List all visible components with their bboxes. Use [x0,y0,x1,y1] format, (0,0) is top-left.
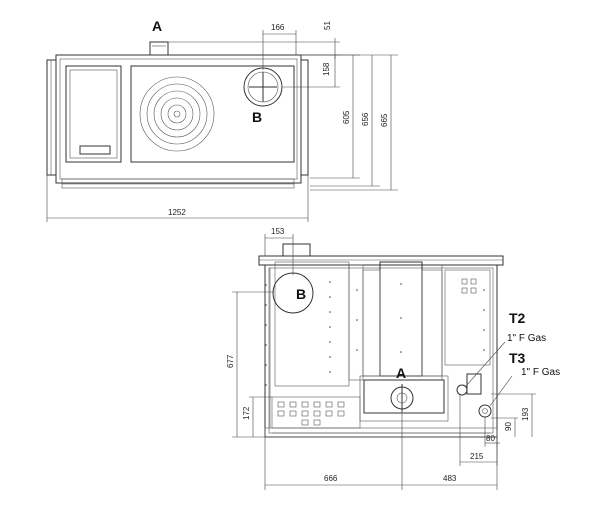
dim-656: 656 [361,112,370,126]
label-t2: T2 [509,310,526,326]
dim-153: 153 [271,227,285,236]
dim-483: 483 [443,474,457,483]
front-view: A B T2 1" F Gas T3 1" F Gas [226,227,560,490]
dim-193: 193 [521,407,530,421]
label-t2-desc: 1" F Gas [507,333,546,344]
dim-158: 158 [322,62,331,76]
label-a-top: A [152,18,162,34]
dim-1252: 1252 [168,208,186,217]
label-b-front: B [296,286,306,302]
label-t3: T3 [509,350,526,366]
dim-605: 605 [342,110,351,124]
dim-166: 166 [271,23,285,32]
screw-dots-left [265,281,331,386]
control-grid [277,401,345,426]
label-t3-desc: 1" F Gas [521,367,560,378]
label-b-top: B [252,109,262,125]
top-view: A B 166 51 158 605 656 665 1252 [46,18,398,222]
dim-80: 80 [486,434,495,443]
dim-215: 215 [470,452,484,461]
label-a-front: A [396,365,406,381]
dim-677: 677 [226,354,235,368]
dim-51: 51 [323,21,332,30]
dim-666: 666 [324,474,338,483]
dim-90: 90 [504,422,513,431]
dim-665: 665 [380,113,389,127]
dim-172: 172 [242,406,251,420]
